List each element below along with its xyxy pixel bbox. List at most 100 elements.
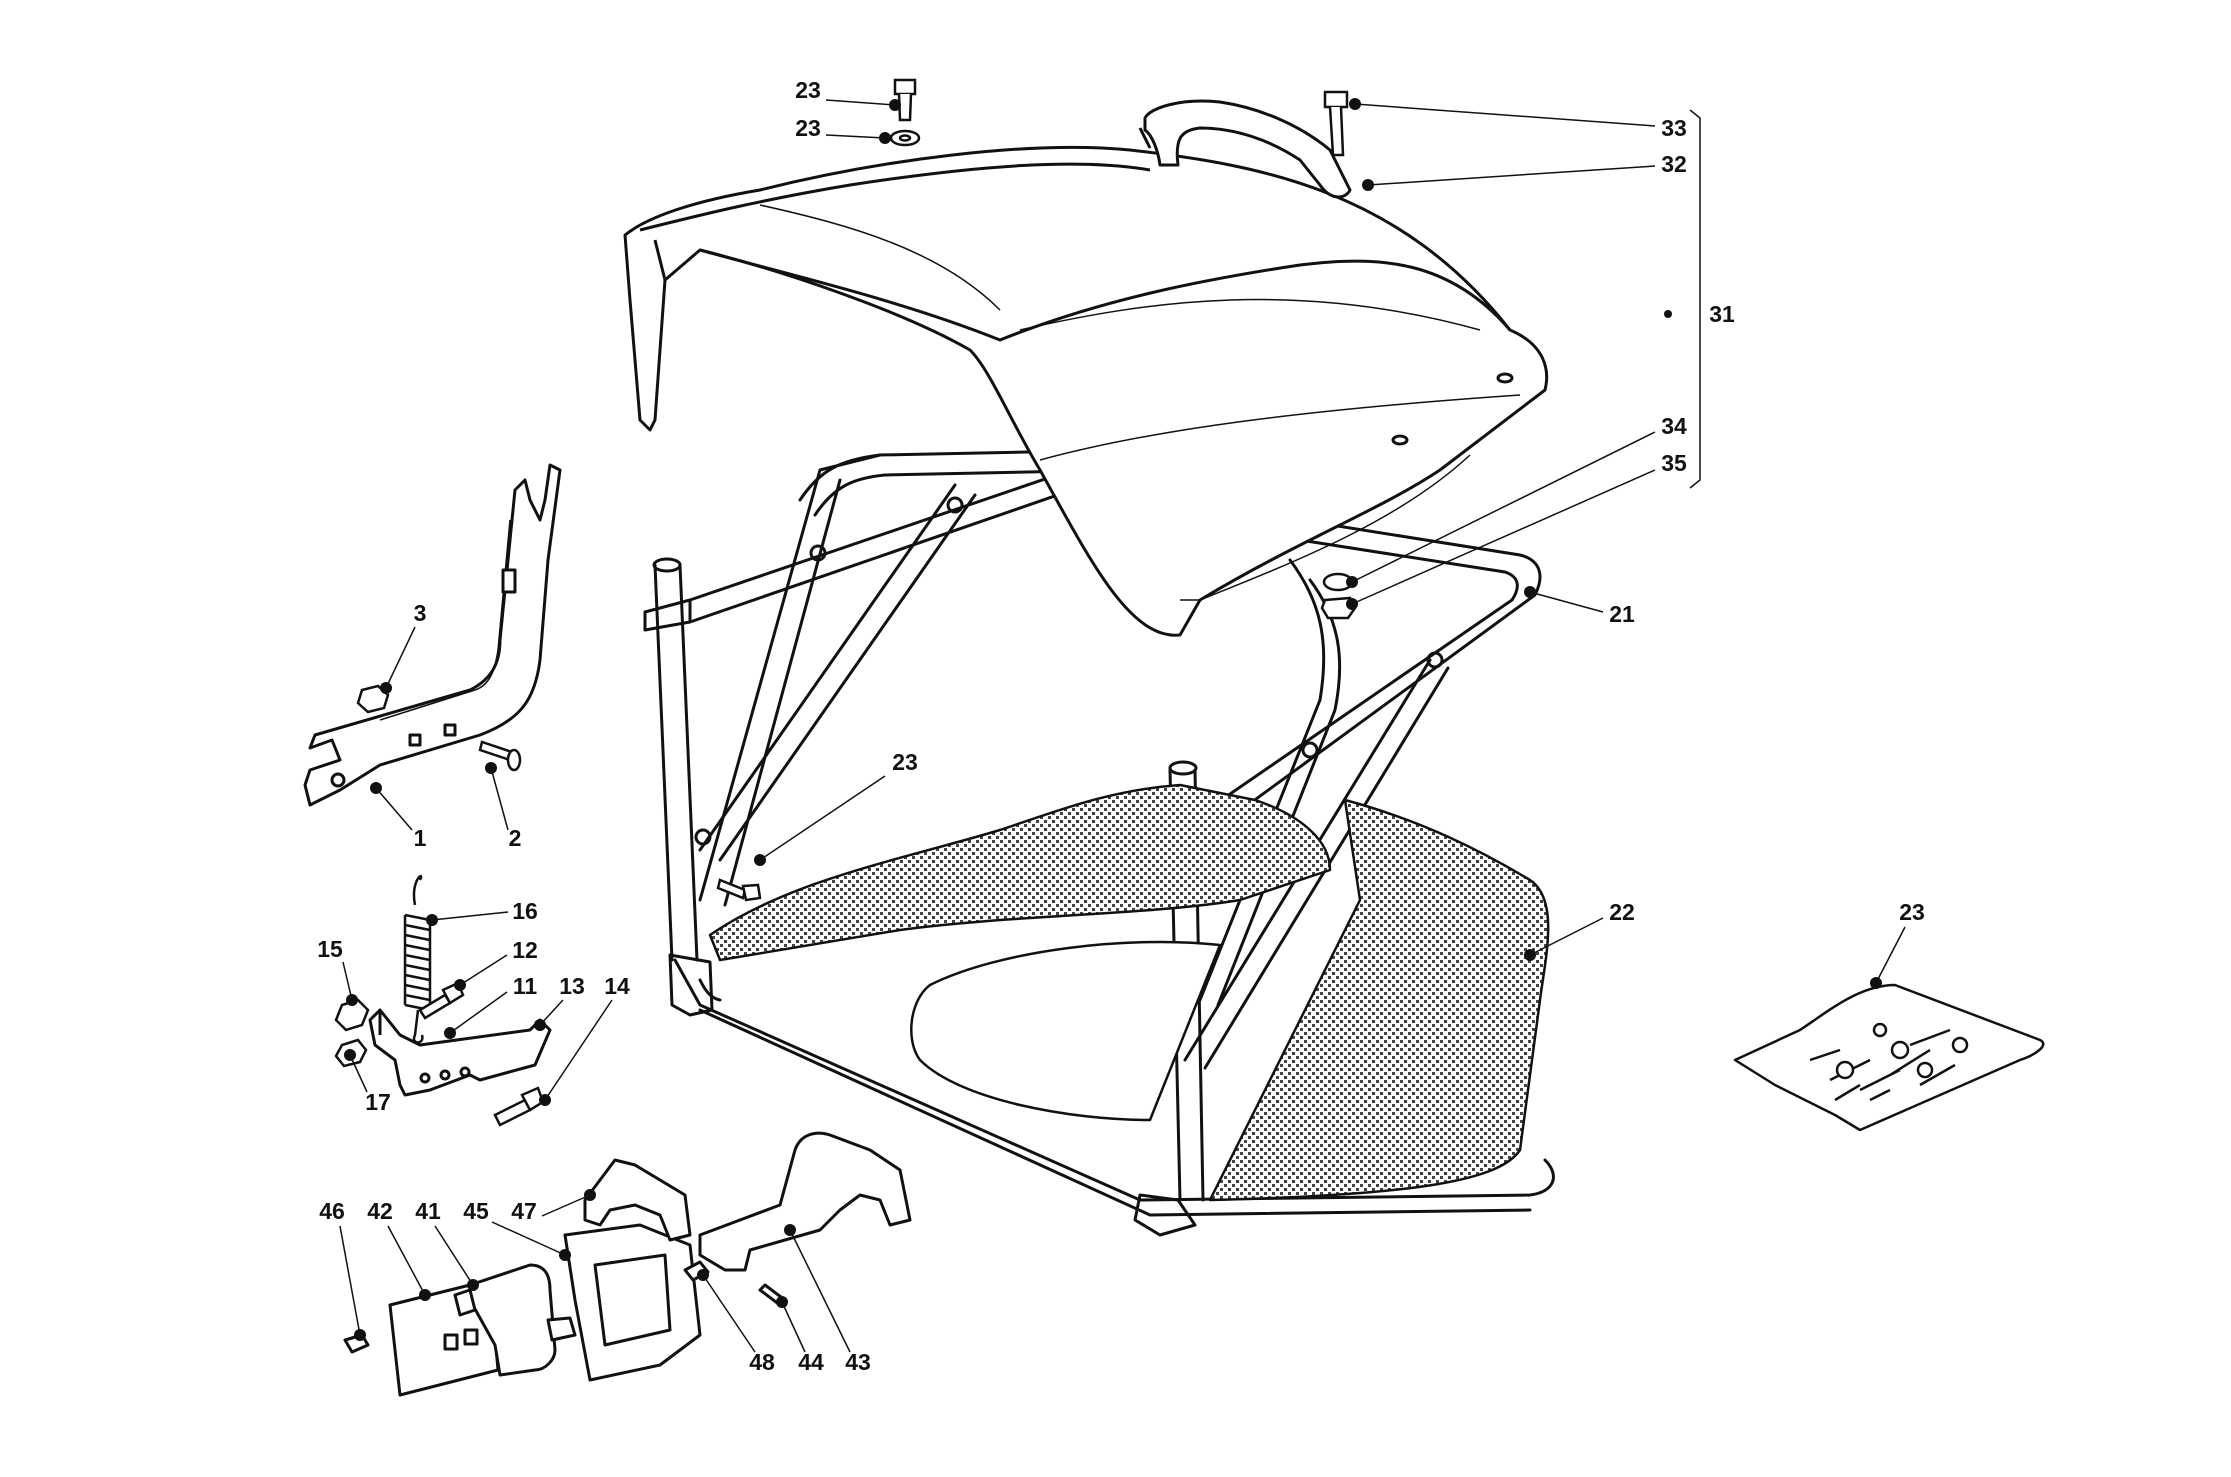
leader-dot-48 — [697, 1269, 709, 1281]
lever-plate — [368, 1008, 552, 1097]
leader-line-17 — [349, 1054, 368, 1093]
callout-1: 1 — [414, 825, 427, 851]
callout-22: 22 — [1609, 899, 1635, 925]
leader-line-32 — [1367, 165, 1656, 186]
leader-dot-47 — [584, 1189, 596, 1201]
leader-line-41 — [434, 1225, 474, 1286]
callout-35: 35 — [1661, 450, 1687, 476]
leader-dot-23 — [879, 132, 891, 144]
leader-dot-11 — [444, 1027, 456, 1039]
callout-48: 48 — [749, 1349, 775, 1375]
callout-46: 46 — [319, 1198, 345, 1224]
leader-dot-15 — [346, 994, 358, 1006]
leader-line-45 — [491, 1221, 566, 1256]
spring-16 — [403, 874, 432, 1044]
leader-dot-43 — [784, 1224, 796, 1236]
leader-line-23 — [1875, 926, 1906, 984]
leader-line-12 — [459, 954, 508, 986]
leader-line-23 — [759, 775, 886, 861]
callout-13: 13 — [559, 973, 585, 999]
cover-handle — [1138, 99, 1352, 199]
leader-line-33 — [1354, 103, 1656, 127]
catcher-cover — [623, 145, 1549, 637]
leader-dot-1 — [370, 782, 382, 794]
leader-dot-14 — [539, 1094, 551, 1106]
bolt-33 — [1323, 90, 1349, 157]
callout-12: 12 — [512, 937, 538, 963]
callout-47: 47 — [511, 1198, 537, 1224]
leader-line-16 — [431, 911, 509, 921]
leader-line-42 — [387, 1225, 426, 1296]
leader-dot-12 — [454, 979, 466, 991]
leader-dot-23 — [1870, 977, 1882, 989]
catcher-bag — [708, 783, 1550, 1202]
leader-line-35 — [1351, 469, 1656, 605]
leader-dot-16 — [426, 914, 438, 926]
callout-45: 45 — [463, 1198, 489, 1224]
bolt-23-top — [889, 78, 921, 147]
callout-34: 34 — [1661, 413, 1687, 439]
leader-dot-31 — [1664, 310, 1672, 318]
callout-42: 42 — [367, 1198, 393, 1224]
callout-32: 32 — [1661, 151, 1687, 177]
leader-dot-13 — [534, 1019, 546, 1031]
callout-2: 2 — [509, 825, 522, 851]
leader-line-46 — [339, 1225, 361, 1336]
leader-line-1 — [375, 787, 413, 831]
callout-43: 43 — [845, 1349, 871, 1375]
leader-line-2 — [490, 767, 509, 831]
latch-assembly — [343, 1131, 912, 1397]
callout-23: 23 — [795, 115, 821, 141]
leader-dot-33 — [1349, 98, 1361, 110]
leader-dot-22 — [1524, 949, 1536, 961]
callout-14: 14 — [604, 973, 630, 999]
mounting-bracket — [303, 463, 562, 807]
leader-dot-32 — [1362, 179, 1374, 191]
leader-line-48 — [702, 1274, 756, 1353]
leader-lines — [339, 98, 1906, 1353]
callout-23: 23 — [1899, 899, 1925, 925]
bolt-2 — [478, 740, 522, 772]
callout-15: 15 — [317, 936, 343, 962]
callout-16: 16 — [512, 898, 538, 924]
leader-dot-3 — [380, 682, 392, 694]
leader-dot-17 — [344, 1049, 356, 1061]
callout-21: 21 — [1609, 601, 1635, 627]
nut-3 — [356, 684, 390, 714]
callout-23: 23 — [795, 77, 821, 103]
leader-line-21 — [1529, 591, 1604, 613]
callout-41: 41 — [415, 1198, 441, 1224]
leader-line-14 — [544, 999, 613, 1101]
leader-dot-42 — [419, 1289, 431, 1301]
leader-dot-45 — [559, 1249, 571, 1261]
bolt-23-frame — [716, 878, 762, 902]
group-bracket-31 — [1689, 109, 1701, 489]
leader-dot-2 — [485, 762, 497, 774]
leader-dot-46 — [354, 1329, 366, 1341]
leader-dot-23 — [754, 854, 766, 866]
hardware-bag — [1733, 983, 2045, 1132]
leader-line-34 — [1351, 431, 1656, 583]
callout-33: 33 — [1661, 115, 1687, 141]
callout-11: 11 — [513, 973, 538, 999]
callout-17: 17 — [365, 1089, 391, 1115]
callout-23: 23 — [892, 749, 918, 775]
leader-dot-41 — [467, 1279, 479, 1291]
leader-dot-21 — [1524, 586, 1536, 598]
leader-line-22 — [1529, 917, 1604, 956]
callout-31: 31 — [1709, 301, 1735, 327]
leader-line-3 — [385, 626, 416, 689]
leader-dot-23 — [889, 99, 901, 111]
leader-line-23 — [825, 134, 886, 139]
leader-line-11 — [449, 991, 508, 1034]
callout-44: 44 — [798, 1349, 824, 1375]
leader-line-15 — [342, 961, 353, 1001]
callout-3: 3 — [414, 600, 427, 626]
leader-line-47 — [541, 1194, 591, 1217]
leader-line-23 — [825, 99, 896, 106]
bolt-14 — [493, 1086, 545, 1127]
leader-line-44 — [781, 1301, 806, 1353]
